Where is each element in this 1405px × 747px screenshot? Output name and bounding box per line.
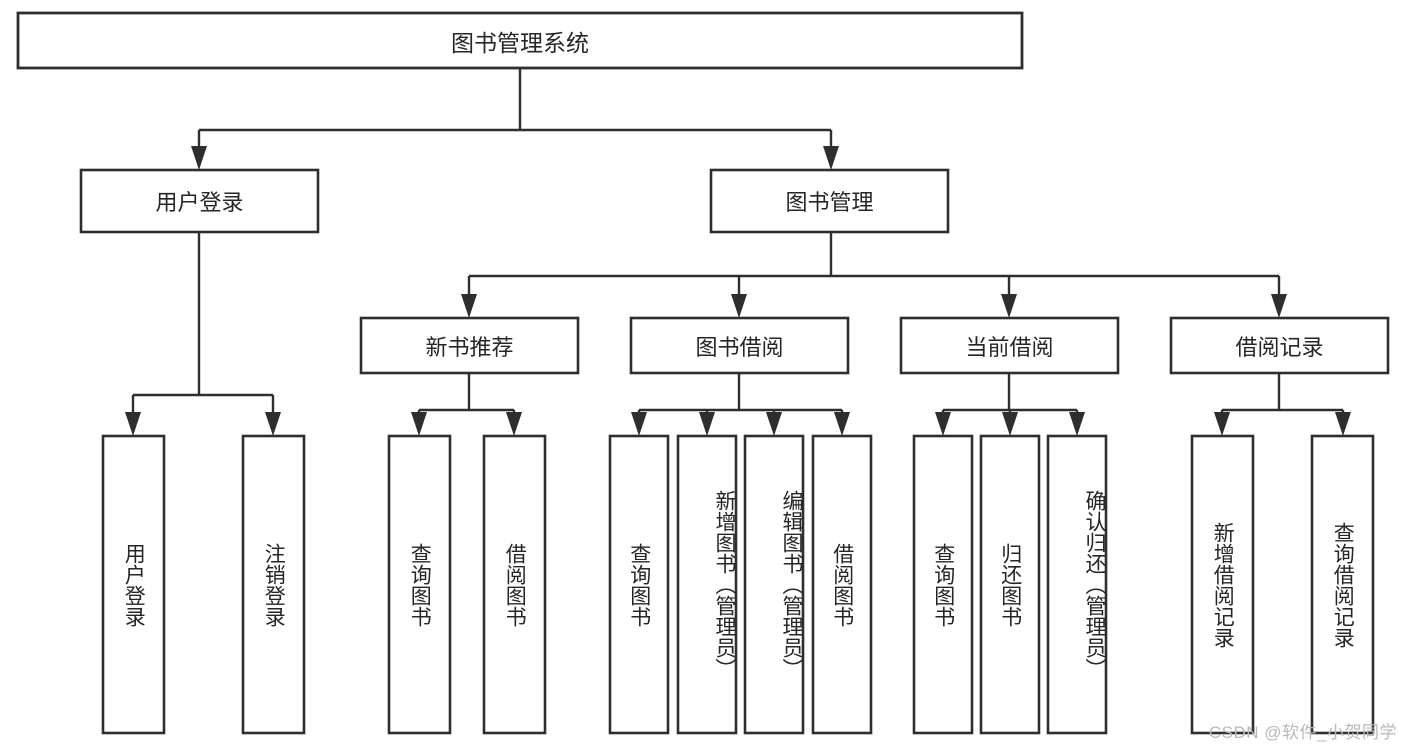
node-leaf-borrow-book-b[interactable] [811,434,873,735]
node-leaf-query-book-c[interactable] [912,434,974,735]
arrowhead-book-mgmt [823,146,839,170]
connector-group-current-borrow-to-leaves [935,373,1085,436]
arrowhead-leaf-confirm-return [1069,412,1085,436]
node-leaf-logout[interactable] [241,434,306,735]
connector-group-new-book-rec-to-leaves [411,373,522,436]
arrowhead-leaf-user-login [125,412,141,436]
arrowhead-leaf-logout [265,412,281,436]
node-leaf-return-book[interactable] [979,434,1041,735]
arrowhead-leaf-query-record [1335,412,1351,436]
node-leaf-add-borrow-record[interactable] [1190,434,1255,735]
arrowhead-user-login [191,146,207,170]
arrowhead-leaf-edit-book [766,412,782,436]
node-book-borrow[interactable] [629,316,850,375]
node-leaf-query-book-b[interactable] [608,434,670,735]
node-leaf-query-borrow-record[interactable] [1310,434,1375,735]
arrowhead-new-book-rec [461,294,477,318]
node-book-management[interactable] [709,168,950,234]
node-leaf-edit-book-admin[interactable] [743,434,805,735]
arrowhead-borrow-record [1271,294,1287,318]
arrowhead-leaf-borrow-book-a [506,412,522,436]
connector-group-borrow-record-to-leaves [1214,373,1351,436]
arrowhead-leaf-return-book [1002,412,1018,436]
arrowhead-leaf-add-book [699,412,715,436]
node-new-book-recommend[interactable] [359,316,580,375]
node-user-login[interactable] [79,168,320,234]
arrowhead-leaf-query-book-c [935,412,951,436]
arrowhead-book-borrow [731,294,747,318]
node-leaf-add-book-admin[interactable] [676,434,738,735]
connector-group-book-borrow-to-leaves [631,373,850,436]
arrowhead-leaf-add-record [1214,412,1230,436]
connector-group-root-to-level2 [191,68,839,170]
arrowhead-leaf-borrow-book-b [834,412,850,436]
node-root-system[interactable] [16,11,1024,70]
node-current-borrow[interactable] [899,316,1120,375]
node-leaf-borrow-book-a[interactable] [482,434,547,735]
node-leaf-user-login[interactable] [101,434,166,735]
connector-group-user-login-to-leaves [125,232,281,436]
arrowhead-current-borrow [1001,294,1017,318]
node-borrow-record[interactable] [1169,316,1390,375]
node-leaf-confirm-return-admin[interactable] [1046,434,1108,735]
arrowhead-leaf-query-book-a [411,412,427,436]
arrowhead-leaf-query-book-b [631,412,647,436]
node-leaf-query-book-a[interactable] [387,434,452,735]
connector-group-book-mgmt-to-level3 [461,232,1287,318]
